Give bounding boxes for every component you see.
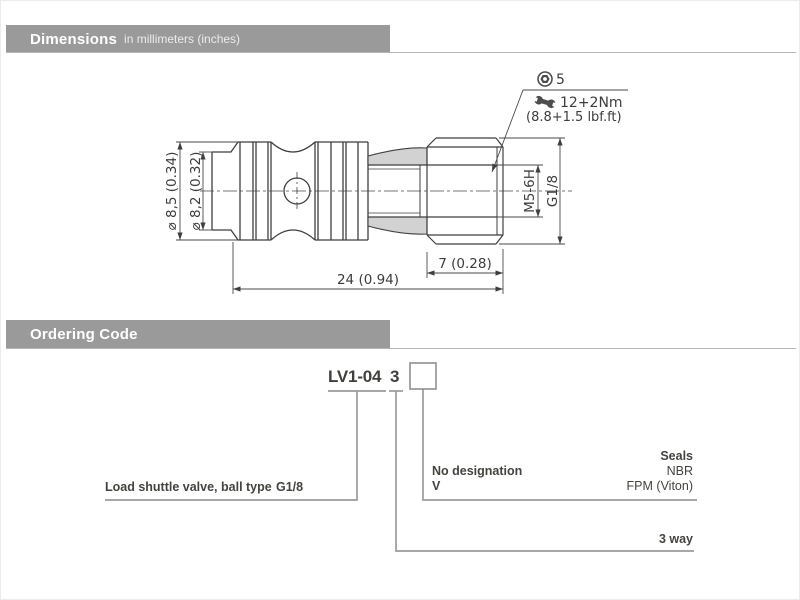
- dimensions-header-bar: Dimensions in millimeters (inches): [6, 25, 390, 53]
- dim-hex-length-label: 7 (0.28): [438, 256, 491, 272]
- valve-type-label: Load shuttle valve, ball type: [105, 480, 272, 494]
- ways-row-connector: [395, 391, 694, 552]
- ordering-header-rule: [6, 348, 796, 349]
- dim-socket-thread-label: M5-6H: [522, 169, 538, 213]
- ordering-connector-lines: [105, 389, 697, 552]
- seal-option-box: [409, 362, 437, 390]
- ordering-code-ways: 3: [390, 367, 400, 386]
- ways-label: 3 way: [658, 532, 693, 546]
- seal-code-v: V: [432, 479, 441, 493]
- dimensions-header-rule: [6, 52, 796, 53]
- type-row-connector: [105, 391, 358, 501]
- chamfer-shade-bottom: [367, 216, 428, 235]
- dimension-lines: [176, 89, 565, 294]
- seal-value-v: FPM (Viton): [626, 479, 693, 493]
- torque-annotation: 5 12+2Nm (8.8+1.5 lbf.ft): [523, 71, 628, 125]
- dimension-arrowheads: [177, 138, 563, 292]
- dimensions-subtitle: in millimeters (inches): [124, 32, 241, 46]
- torque-nm-label: 12+2Nm: [560, 95, 623, 111]
- hex-fitting: [367, 137, 504, 245]
- ordering-code-main: LV1-04: [328, 367, 382, 386]
- ordering-title: Ordering Code: [30, 325, 138, 343]
- dim-outer-diameter-label: ⌀ 8,5 (0.34): [164, 152, 180, 231]
- seals-header: Seals: [660, 449, 693, 463]
- dimension-labels: ⌀ 8,5 (0.34) ⌀ 8,2 (0.32) M5-6H G1/8 7 (…: [164, 152, 561, 288]
- torque-lbf-label: (8.8+1.5 lbf.ft): [526, 110, 622, 125]
- socket-size-label: 5: [556, 72, 565, 88]
- dim-port-thread-label: G1/8: [545, 175, 561, 207]
- valve-type-value: G1/8: [276, 480, 304, 494]
- socket-head-screw-icon: [537, 71, 553, 87]
- wrench-icon: [531, 95, 559, 109]
- ordering-header-bar: Ordering Code: [6, 320, 390, 348]
- dim-total-length-label: 24 (0.94): [337, 272, 399, 288]
- chamfer-shade-top: [367, 147, 428, 166]
- seal-code-default: No designation: [432, 464, 523, 478]
- dim-inner-diameter-label: ⌀ 8,2 (0.32): [188, 152, 204, 231]
- dimensions-title: Dimensions: [30, 30, 118, 48]
- seals-row-connector: [422, 389, 697, 501]
- seal-value-default: NBR: [666, 464, 693, 478]
